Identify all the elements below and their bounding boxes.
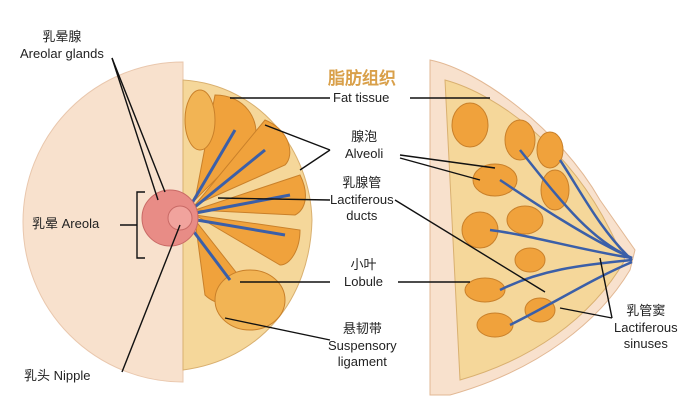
areolar-glands-cn: 乳晕腺 <box>42 30 82 45</box>
lobule-en: Lobule <box>344 274 384 289</box>
areola-en: Areola <box>61 216 100 231</box>
lobule-cn: 小叶 <box>350 258 377 273</box>
nipple-cn: 乳头 <box>24 369 51 384</box>
lobule-label: 小叶 Lobule <box>344 258 383 290</box>
alveoli-en: Alveoli <box>345 146 384 161</box>
leader-lines <box>111 57 613 373</box>
lactiferous-sinuses-en1: Lactiferous <box>614 320 678 335</box>
areola-label: 乳晕 Areola <box>32 216 99 233</box>
lactiferous-sinuses-label: 乳管窦 Lactiferous sinuses <box>614 304 678 352</box>
suspensory-ligament-en2: ligament <box>337 354 387 369</box>
lactiferous-ducts-label: 乳腺管 Lactiferous ducts <box>330 176 394 224</box>
nipple-label: 乳头 Nipple <box>24 368 91 385</box>
suspensory-ligament-en1: Suspensory <box>328 338 397 353</box>
fat-tissue-label: Fat tissue <box>333 90 390 105</box>
lobes-right <box>451 102 570 338</box>
areolar-glands-en: Areolar glands <box>20 46 104 61</box>
lactiferous-ducts-en1: Lactiferous <box>330 192 394 207</box>
areola-cn: 乳晕 <box>32 217 59 232</box>
lactiferous-sinuses-en2: sinuses <box>623 336 668 351</box>
lactiferous-ducts-en2: ducts <box>346 208 378 223</box>
breast-front-skin <box>22 61 184 383</box>
suspensory-ligament-cn: 悬韧带 <box>342 322 382 337</box>
areolar-glands-label: 乳晕腺 Areolar glands <box>20 30 104 62</box>
alveoli-label: 腺泡 Alveoli <box>345 130 383 162</box>
nipple-en: Nipple <box>53 368 91 383</box>
lactiferous-sinuses-cn: 乳管窦 <box>626 304 666 319</box>
ducts-right <box>489 149 633 327</box>
suspensory-ligament-label: 悬韧带 Suspensory ligament <box>328 322 397 370</box>
nipple <box>167 205 193 231</box>
fat-tissue-cn-title: 脂肪组织 <box>328 69 396 89</box>
lactiferous-ducts-cn: 乳腺管 <box>342 176 382 191</box>
alveoli-cn: 腺泡 <box>351 130 378 145</box>
